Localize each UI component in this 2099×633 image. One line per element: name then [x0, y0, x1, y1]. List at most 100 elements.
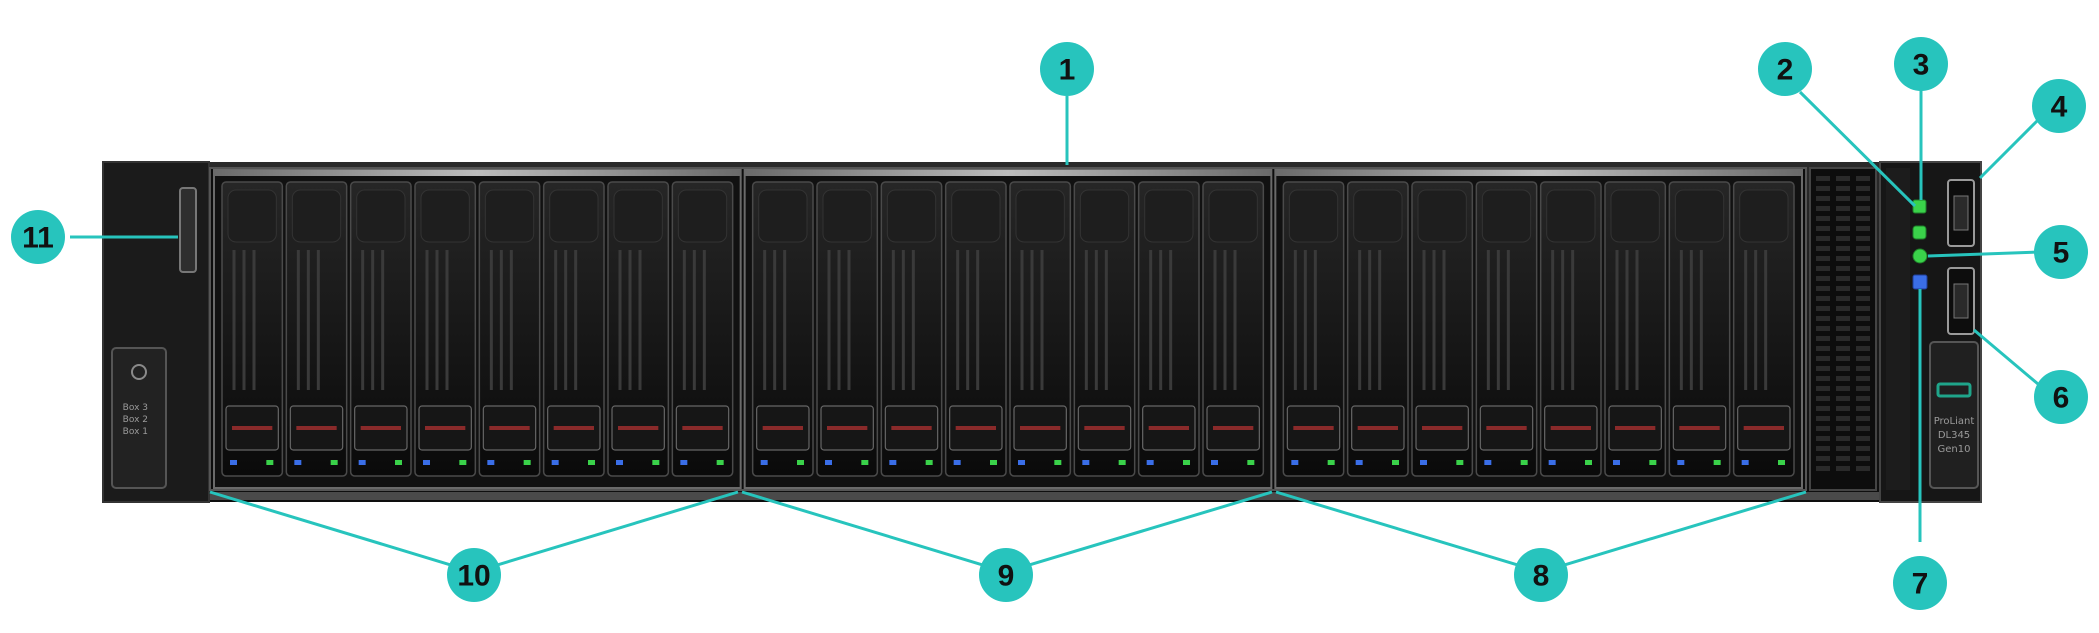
drive-activity-led: [1420, 460, 1427, 465]
drive-status-led: [330, 460, 338, 465]
drive-status-led: [990, 460, 997, 465]
drive-status-led: [1585, 460, 1592, 465]
callout-markers: 1 2 3 4 5 6 7 8 9 10 11: [11, 37, 2088, 610]
serial-label-pull-tab[interactable]: [111, 347, 167, 489]
drive-activity-led: [825, 460, 832, 465]
drive-activity-led: [1613, 460, 1620, 465]
drive-bay[interactable]: [1668, 181, 1731, 477]
callout-1: 1: [1040, 42, 1094, 96]
drive-status-led: [1649, 460, 1657, 465]
drive-bay[interactable]: [1346, 181, 1409, 477]
drive-bay[interactable]: [414, 181, 477, 477]
drive-bay[interactable]: [221, 181, 284, 477]
drive-activity-led: [680, 460, 688, 465]
drive-bay[interactable]: [1073, 181, 1136, 477]
drive-status-led: [266, 460, 274, 465]
right-rack-ear-badge: [1929, 341, 1979, 489]
svg-text:9: 9: [998, 560, 1015, 593]
leader-4: [1978, 118, 2040, 180]
drive-bay[interactable]: [607, 181, 670, 477]
svg-text:5: 5: [2053, 237, 2070, 270]
drive-bay[interactable]: [1475, 181, 1538, 477]
drive-status-led: [716, 460, 724, 465]
box-label-2: Box 2: [123, 415, 148, 425]
callout-5: 5: [2034, 225, 2088, 279]
callout-8: 8: [1514, 548, 1568, 602]
drive-bay[interactable]: [1137, 181, 1200, 477]
drive-activity-led: [1211, 460, 1218, 465]
drive-activity-led: [487, 460, 495, 465]
drive-activity-led: [1355, 460, 1363, 465]
leader-5: [1927, 250, 2041, 258]
drive-status-led: [1327, 460, 1335, 465]
drive-status-led: [1054, 460, 1062, 465]
drive-status-led: [861, 460, 869, 465]
drive-bay[interactable]: [1202, 181, 1265, 477]
callout-4: 4: [2032, 79, 2086, 133]
drive-status-led: [1456, 460, 1464, 465]
drive-status-led: [1247, 460, 1255, 465]
drive-status-led: [523, 460, 531, 465]
drive-bay[interactable]: [944, 181, 1007, 477]
drive-bay[interactable]: [1009, 181, 1072, 477]
drive-activity-led: [551, 460, 559, 465]
drive-status-led: [1118, 460, 1126, 465]
chassis-bottom-rim: [103, 492, 1981, 500]
drive-status-led: [459, 460, 467, 465]
drive-status-led: [1392, 460, 1399, 465]
uid-button[interactable]: [1912, 274, 1928, 290]
model-badge-line-1: ProLiant: [1934, 416, 1975, 427]
drive-status-led: [1713, 460, 1721, 465]
drive-status-led: [1778, 460, 1785, 465]
rack-ear-pull-tab[interactable]: [179, 187, 197, 273]
callout-3: 3: [1894, 37, 1948, 91]
drive-bay[interactable]: [880, 181, 943, 477]
right-control-panel: ProLiant DL345 Gen10: [1809, 161, 1982, 503]
drive-status-led: [395, 460, 402, 465]
leader-6: [1973, 328, 2039, 386]
drive-status-led: [925, 460, 933, 465]
drive-bay[interactable]: [1282, 181, 1345, 477]
svg-text:3: 3: [1913, 49, 1930, 82]
callout-6: 6: [2034, 370, 2088, 424]
drive-activity-led: [294, 460, 302, 465]
svg-text:8: 8: [1533, 560, 1550, 593]
drive-bay[interactable]: [816, 181, 879, 477]
vent-grille-slots: [1816, 176, 1870, 471]
drive-status-led: [1183, 460, 1190, 465]
svg-text:2: 2: [1777, 54, 1794, 87]
drive-activity-led: [1291, 460, 1299, 465]
drive-bay[interactable]: [542, 181, 605, 477]
drive-activity-led: [1677, 460, 1685, 465]
drive-box-3: [213, 169, 742, 489]
leader-2: [1798, 90, 1917, 208]
drive-activity-led: [1548, 460, 1556, 465]
drive-activity-led: [889, 460, 897, 465]
drive-box-1: [1274, 169, 1804, 489]
power-button[interactable]: [1912, 248, 1928, 264]
drive-activity-led: [1082, 460, 1090, 465]
callout-7: 7: [1893, 556, 1947, 610]
callout-9: 9: [979, 548, 1033, 602]
drive-activity-led: [1018, 460, 1025, 465]
callout-10: 10: [447, 548, 501, 602]
drive-bay[interactable]: [751, 181, 814, 477]
drive-activity-led: [1484, 460, 1492, 465]
drive-bay[interactable]: [285, 181, 348, 477]
drive-activity-led: [953, 460, 961, 465]
drive-bay[interactable]: [1411, 181, 1474, 477]
left-rack-ear: Box 3 Box 2 Box 1: [102, 161, 210, 503]
svg-text:1: 1: [1059, 54, 1076, 87]
box-label-3: Box 3: [123, 403, 148, 413]
drive-bay[interactable]: [1732, 181, 1795, 477]
drive-bay[interactable]: [478, 181, 541, 477]
svg-text:10: 10: [457, 560, 490, 593]
drive-bay[interactable]: [1539, 181, 1602, 477]
svg-text:6: 6: [2053, 382, 2070, 415]
drive-bay[interactable]: [349, 181, 412, 477]
drive-status-led: [652, 460, 660, 465]
drive-bay[interactable]: [1604, 181, 1667, 477]
drive-bay[interactable]: [671, 181, 734, 477]
svg-text:7: 7: [1912, 568, 1929, 601]
